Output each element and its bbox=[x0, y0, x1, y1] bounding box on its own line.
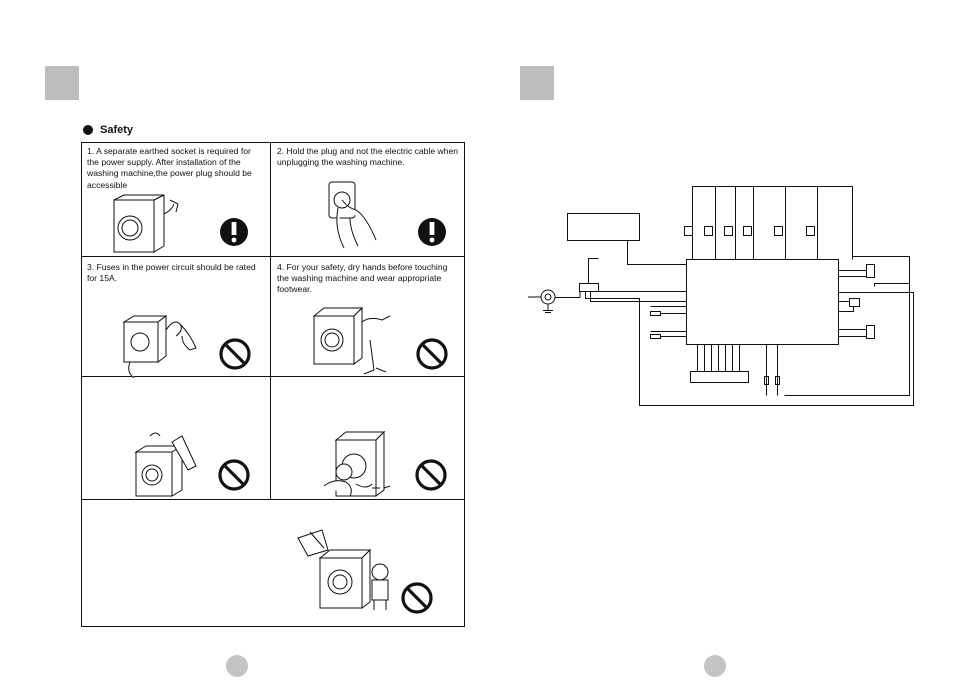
left-page-marker bbox=[45, 66, 79, 100]
prohibition-icon bbox=[219, 338, 251, 370]
wiring-diagram bbox=[528, 186, 914, 406]
mandatory-icon bbox=[418, 218, 446, 246]
prohibition-icon bbox=[401, 582, 433, 614]
prohibition-icon bbox=[416, 338, 448, 370]
washing-machine-illustration bbox=[323, 430, 391, 497]
section-heading: Safety bbox=[100, 124, 134, 136]
washing-machine-illustration bbox=[312, 306, 391, 375]
washing-machine-illustration bbox=[122, 315, 197, 379]
safety-item-3: 3. Fuses in the power circuit should be … bbox=[87, 262, 256, 284]
washing-machine-illustration bbox=[134, 432, 197, 497]
component-box bbox=[567, 213, 640, 241]
safety-item-1: 1. A separate earthed socket is required… bbox=[87, 146, 252, 190]
right-page-number-marker bbox=[704, 655, 726, 677]
wall-socket-illustration bbox=[328, 181, 377, 249]
mandatory-icon bbox=[220, 218, 248, 246]
right-page-marker bbox=[520, 66, 554, 100]
washing-machine-illustration bbox=[113, 194, 179, 253]
left-page-number-marker bbox=[226, 655, 248, 677]
washing-machine-illustration bbox=[297, 529, 389, 610]
bullet-icon bbox=[83, 125, 93, 135]
controller-box bbox=[686, 259, 839, 345]
safety-item-2: 2. Hold the plug and not the electric ca… bbox=[277, 146, 459, 168]
prohibition-icon bbox=[415, 459, 447, 491]
prohibition-icon bbox=[218, 459, 250, 491]
safety-item-4: 4. For your safety, dry hands before tou… bbox=[277, 262, 448, 295]
safety-table bbox=[81, 142, 465, 627]
